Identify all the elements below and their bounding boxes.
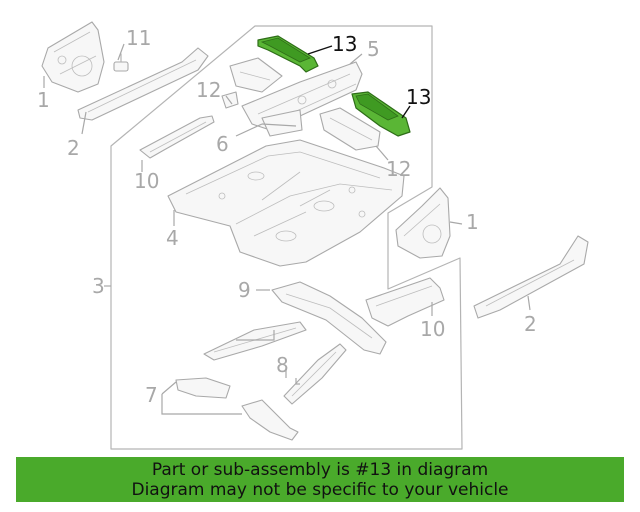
info-banner: Part or sub-assembly is #13 in diagram D… [16, 457, 624, 502]
part-8-bracket-b [283, 343, 347, 405]
part-5-crossmember [241, 61, 363, 131]
banner-line-1: Part or sub-assembly is #13 in diagram [151, 459, 489, 480]
part-4-floor-pan [167, 139, 405, 267]
callout-1-right: 1 [466, 210, 479, 234]
part-7-bracket-a [175, 377, 231, 399]
part-10-bracket-left [139, 115, 215, 159]
part-2-right-rocker [473, 235, 589, 319]
callout-3: 3 [92, 274, 105, 298]
part-2-left-rocker [77, 47, 209, 121]
part-8-bracket-a [203, 321, 307, 361]
callout-12-upper: 12 [196, 78, 221, 102]
part-9-rail [271, 281, 387, 355]
part-11-bolt [113, 53, 129, 72]
callout-11: 11 [126, 26, 151, 50]
callout-8: 8 [276, 353, 289, 377]
part-12-bracket-right [319, 107, 381, 151]
part-10-bracket-right [365, 277, 445, 327]
callout-9: 9 [238, 278, 251, 302]
banner-line-2: Diagram may not be specific to your vehi… [131, 479, 509, 500]
part-12-bracket-upper [229, 57, 283, 93]
callout-2-right: 2 [524, 312, 537, 336]
callout-6: 6 [216, 132, 229, 156]
callout-13-upper[interactable]: 13 [332, 32, 357, 56]
callout-4: 4 [166, 226, 179, 250]
callout-13-lower[interactable]: 13 [406, 85, 431, 109]
callout-12-right: 12 [386, 157, 411, 181]
part-13-upper-highlighted[interactable] [257, 35, 319, 73]
part-13-lower-highlighted[interactable] [351, 91, 411, 137]
callout-7: 7 [145, 383, 158, 407]
callout-2-left: 2 [67, 136, 80, 160]
callout-10-left: 10 [134, 169, 159, 193]
callout-1-left: 1 [37, 88, 50, 112]
part-1-right-pillar [395, 187, 451, 259]
part-1-left-pillar [41, 21, 105, 93]
group-outline-3 [110, 25, 463, 450]
part-7-bracket-b [241, 399, 299, 441]
callout-5: 5 [367, 37, 380, 61]
parts-diagram: 1 2 11 12 6 5 10 12 4 3 1 2 10 9 8 7 13 … [37, 21, 589, 450]
callout-10-right: 10 [420, 317, 445, 341]
